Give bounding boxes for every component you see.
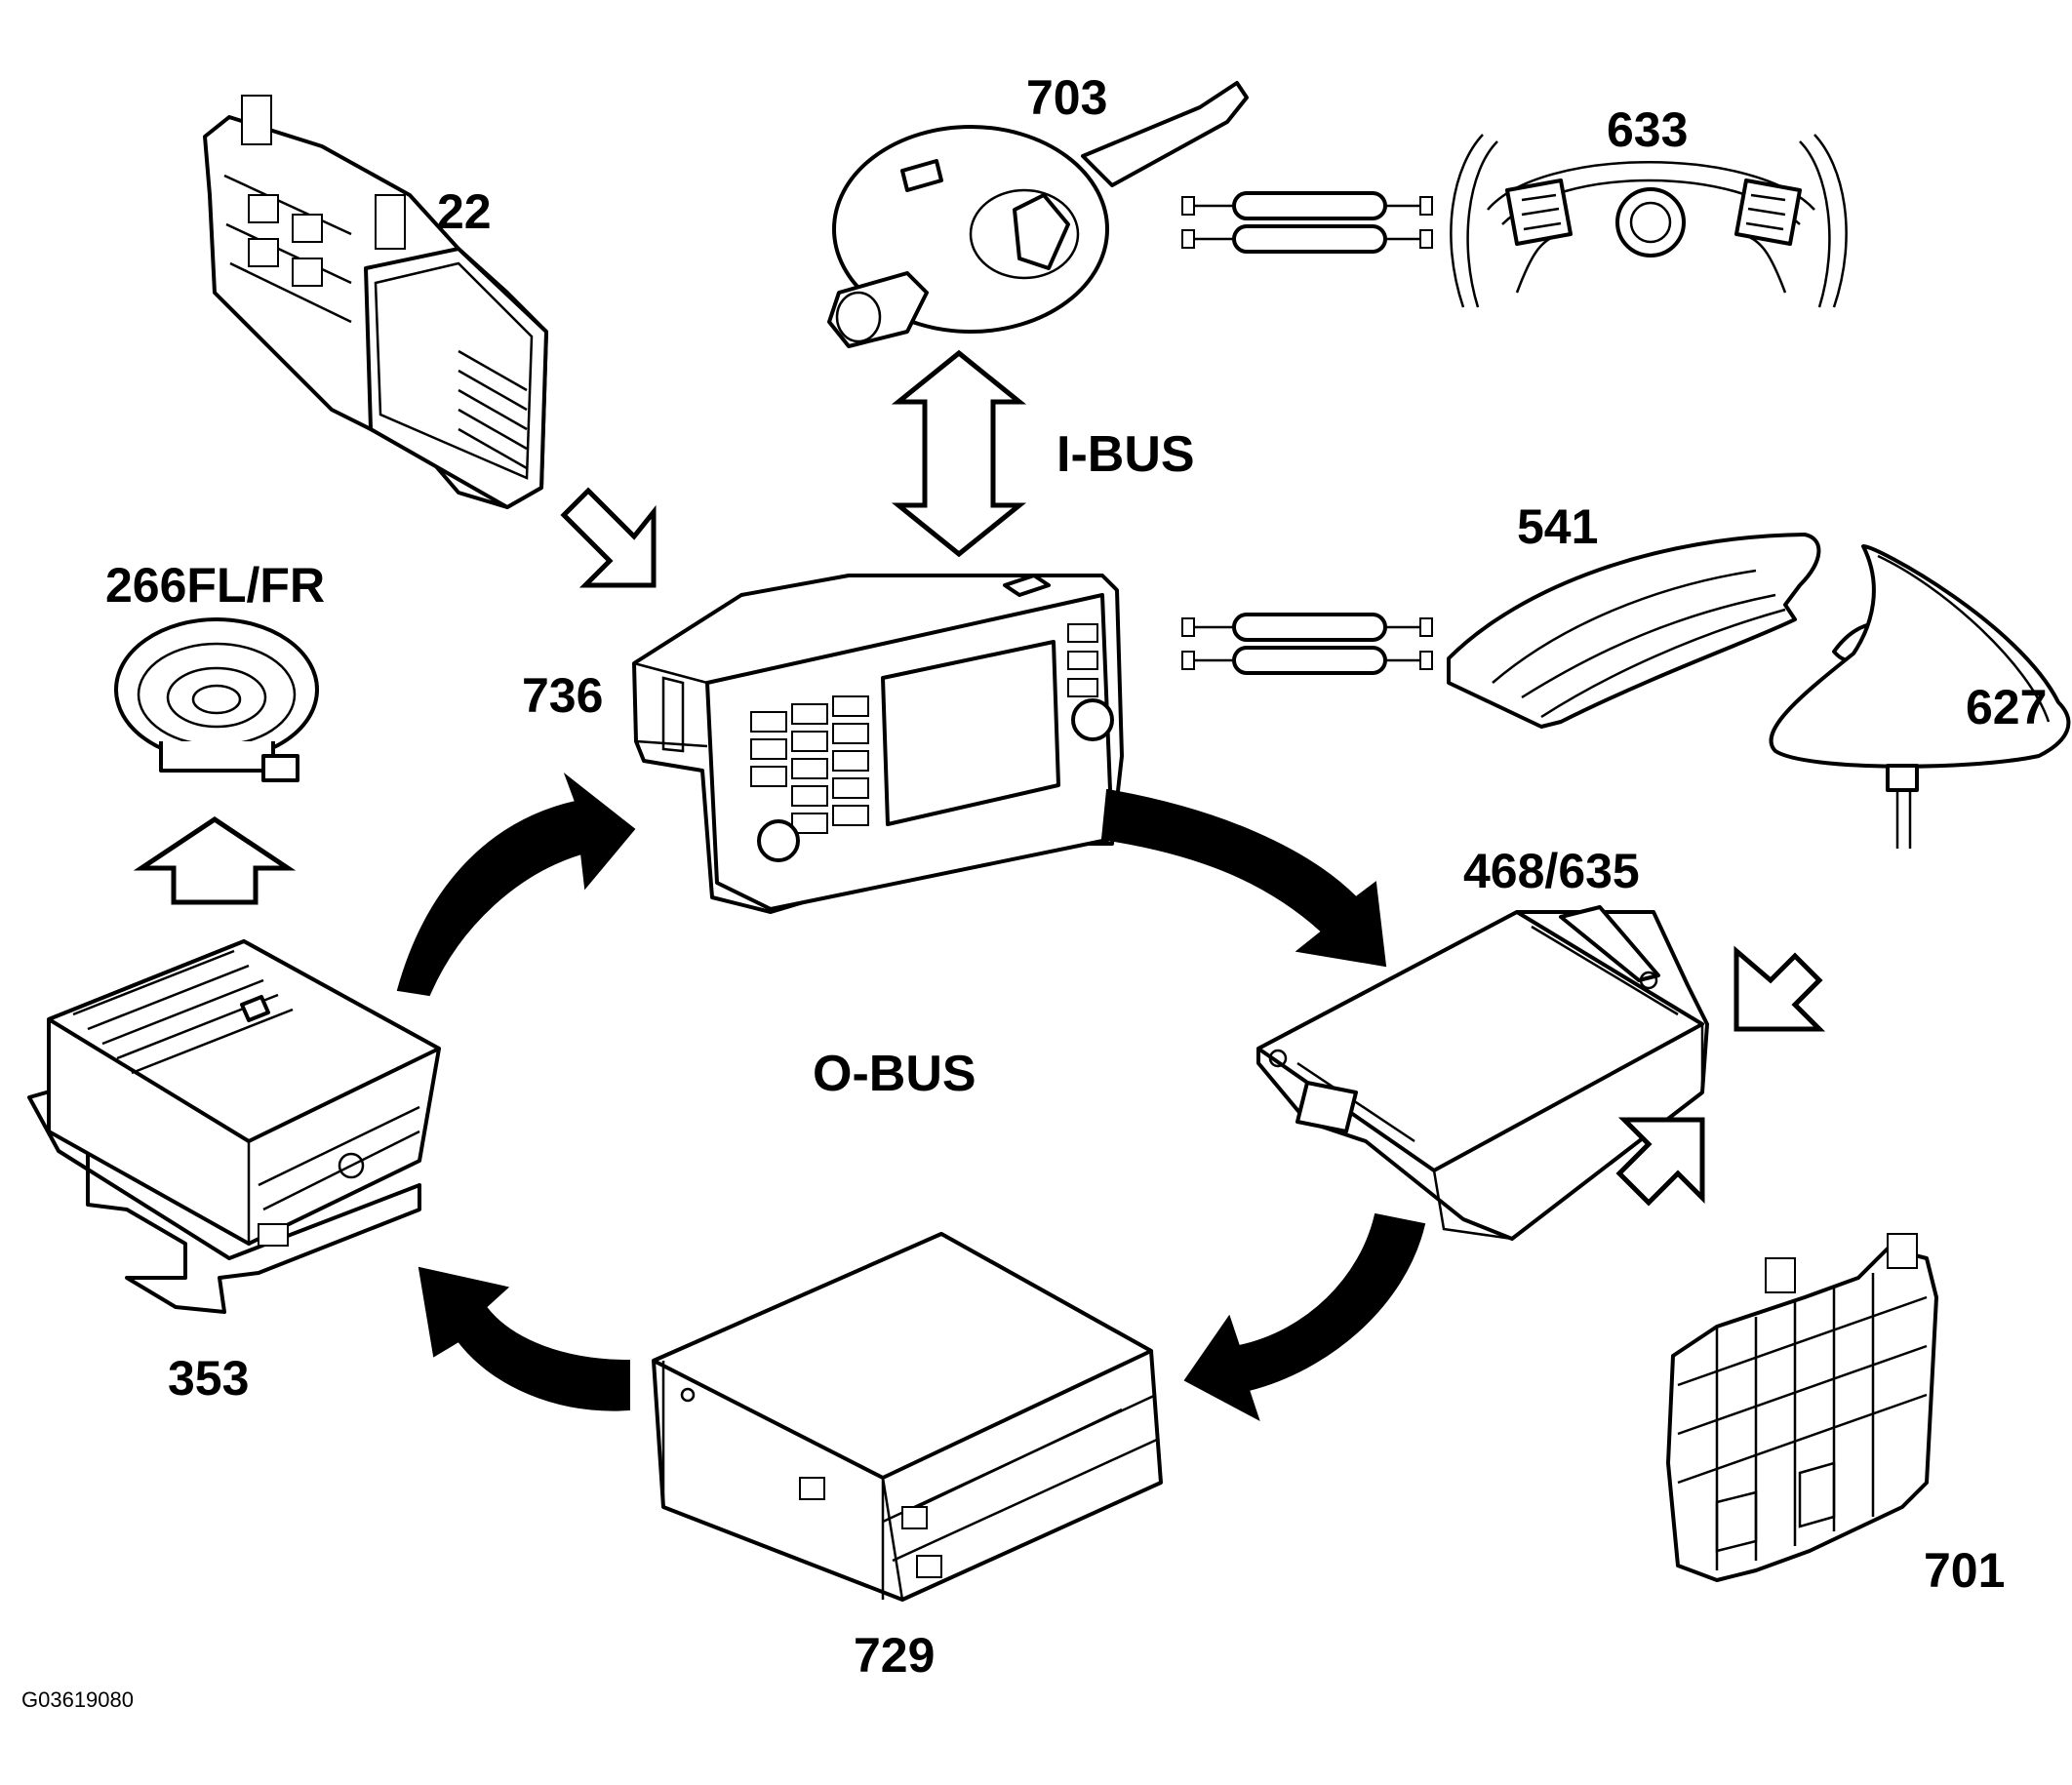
- component-703-steering-switch: [827, 81, 1249, 348]
- label-627: 627: [1966, 680, 2048, 734]
- cable-703-633: [1181, 191, 1433, 254]
- obus-arrow-729-to-353: [418, 1266, 630, 1411]
- label-736: 736: [522, 668, 604, 723]
- speaker-up-arrow: [133, 815, 297, 905]
- component-736-head-unit: [632, 574, 1124, 914]
- obus-arrow-468-to-729: [1183, 1212, 1426, 1422]
- label-22: 22: [437, 184, 492, 239]
- label-ibus: I-BUS: [1056, 426, 1195, 483]
- component-627-antenna: [1769, 544, 2071, 849]
- component-266-speaker: [114, 617, 319, 782]
- arrow-22-to-736: [560, 487, 657, 588]
- label-703: 703: [1026, 70, 1108, 125]
- component-729-drive: [652, 1232, 1163, 1602]
- obus-arrow-736-to-468: [1100, 788, 1387, 968]
- component-22-module: [203, 95, 548, 509]
- label-468-635: 468/635: [1463, 844, 1640, 898]
- arrow-701-to-468: [1615, 1117, 1705, 1207]
- arrow-627-to-468: [1733, 945, 1826, 1032]
- ibus-double-arrow: [891, 349, 1027, 558]
- obus-arrow-353-to-736: [396, 773, 636, 997]
- component-633-steering-wheel: [1450, 134, 1848, 308]
- figure-id: G03619080: [21, 1687, 134, 1712]
- label-353: 353: [168, 1351, 250, 1406]
- label-701: 701: [1924, 1543, 2006, 1598]
- label-729: 729: [854, 1628, 936, 1683]
- cable-736-541: [1181, 613, 1433, 675]
- component-701-module: [1666, 1233, 1938, 1582]
- component-541-control-panel: [1447, 533, 1821, 729]
- obus-ring-arrows: [396, 773, 1426, 1422]
- component-353-amplifier: [27, 939, 441, 1314]
- label-266fl-fr: 266FL/FR: [105, 558, 326, 613]
- component-468-635-module: [1256, 905, 1709, 1241]
- label-obus: O-BUS: [813, 1046, 976, 1102]
- label-633: 633: [1607, 102, 1689, 157]
- label-541: 541: [1517, 499, 1599, 554]
